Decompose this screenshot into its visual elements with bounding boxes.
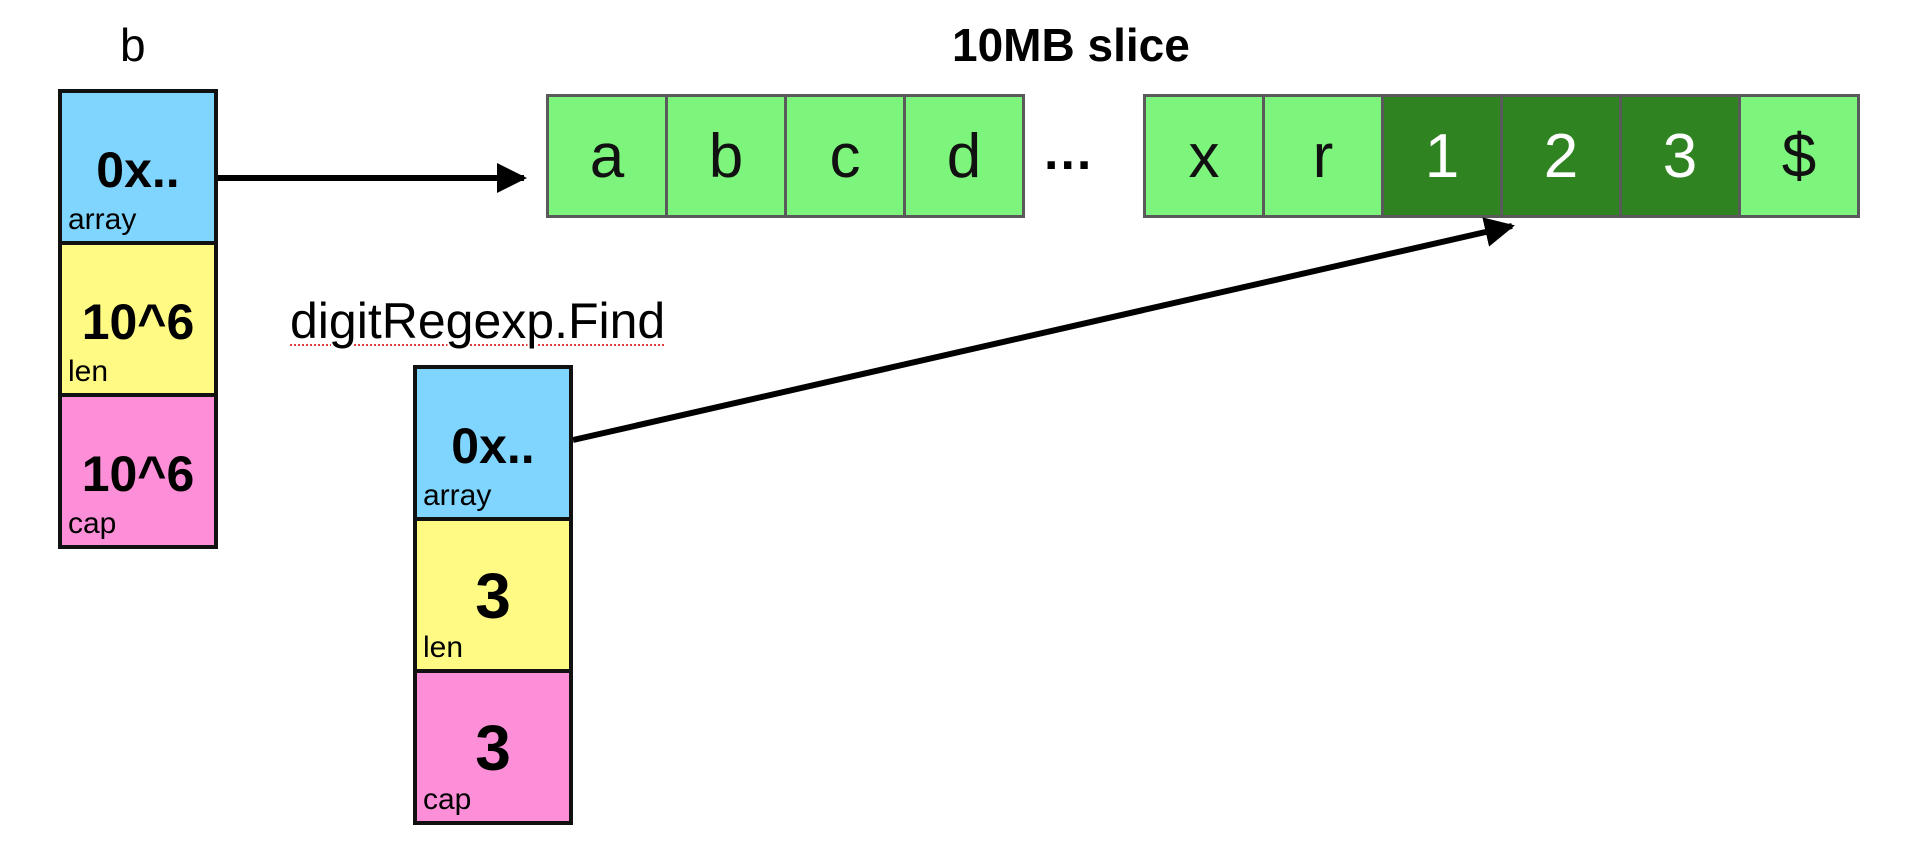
slice-header-b: 0x.. array 10^6 len 10^6 cap — [58, 89, 218, 549]
len-value: 10^6 — [81, 294, 195, 350]
array-value: 0x.. — [451, 418, 535, 474]
find-result-title: digitRegexp.Find — [290, 293, 666, 349]
array-cells-left: a b c d — [546, 94, 1025, 218]
array-cell: r — [1265, 97, 1381, 215]
array-cell-highlighted: 2 — [1503, 97, 1619, 215]
array-cell: c — [787, 97, 903, 215]
backing-array-title: 10MB slice — [952, 19, 1190, 71]
ellipsis: ... — [1044, 123, 1094, 181]
len-label: len — [423, 631, 464, 664]
len-field: 3 len — [417, 521, 569, 669]
array-field: 0x.. array — [62, 93, 214, 241]
array-cell: a — [549, 97, 665, 215]
len-field: 10^6 len — [62, 245, 214, 393]
slice-header-find: 0x.. array 3 len 3 cap — [413, 365, 573, 825]
len-value: 3 — [475, 560, 511, 632]
array-label: array — [423, 479, 492, 512]
array-cells-right: x r 1 2 3 $ — [1143, 94, 1860, 218]
array-label: array — [68, 203, 137, 236]
array-cell: d — [906, 97, 1022, 215]
array-cell: x — [1146, 97, 1262, 215]
len-label: len — [68, 355, 109, 388]
slice-b-title: b — [120, 19, 146, 71]
array-cell-highlighted: 1 — [1384, 97, 1500, 215]
array-cell-highlighted: 3 — [1622, 97, 1738, 215]
cap-field: 3 cap — [417, 673, 569, 821]
cap-label: cap — [68, 507, 117, 540]
array-field: 0x.. array — [417, 369, 569, 517]
cap-value: 3 — [475, 712, 511, 784]
cap-label: cap — [423, 783, 472, 816]
array-value: 0x.. — [96, 142, 180, 198]
array-cell: $ — [1741, 97, 1857, 215]
cap-value: 10^6 — [81, 446, 195, 502]
pointer-arrow-find — [572, 217, 1515, 443]
cap-field: 10^6 cap — [62, 397, 214, 545]
array-cell: b — [668, 97, 784, 215]
